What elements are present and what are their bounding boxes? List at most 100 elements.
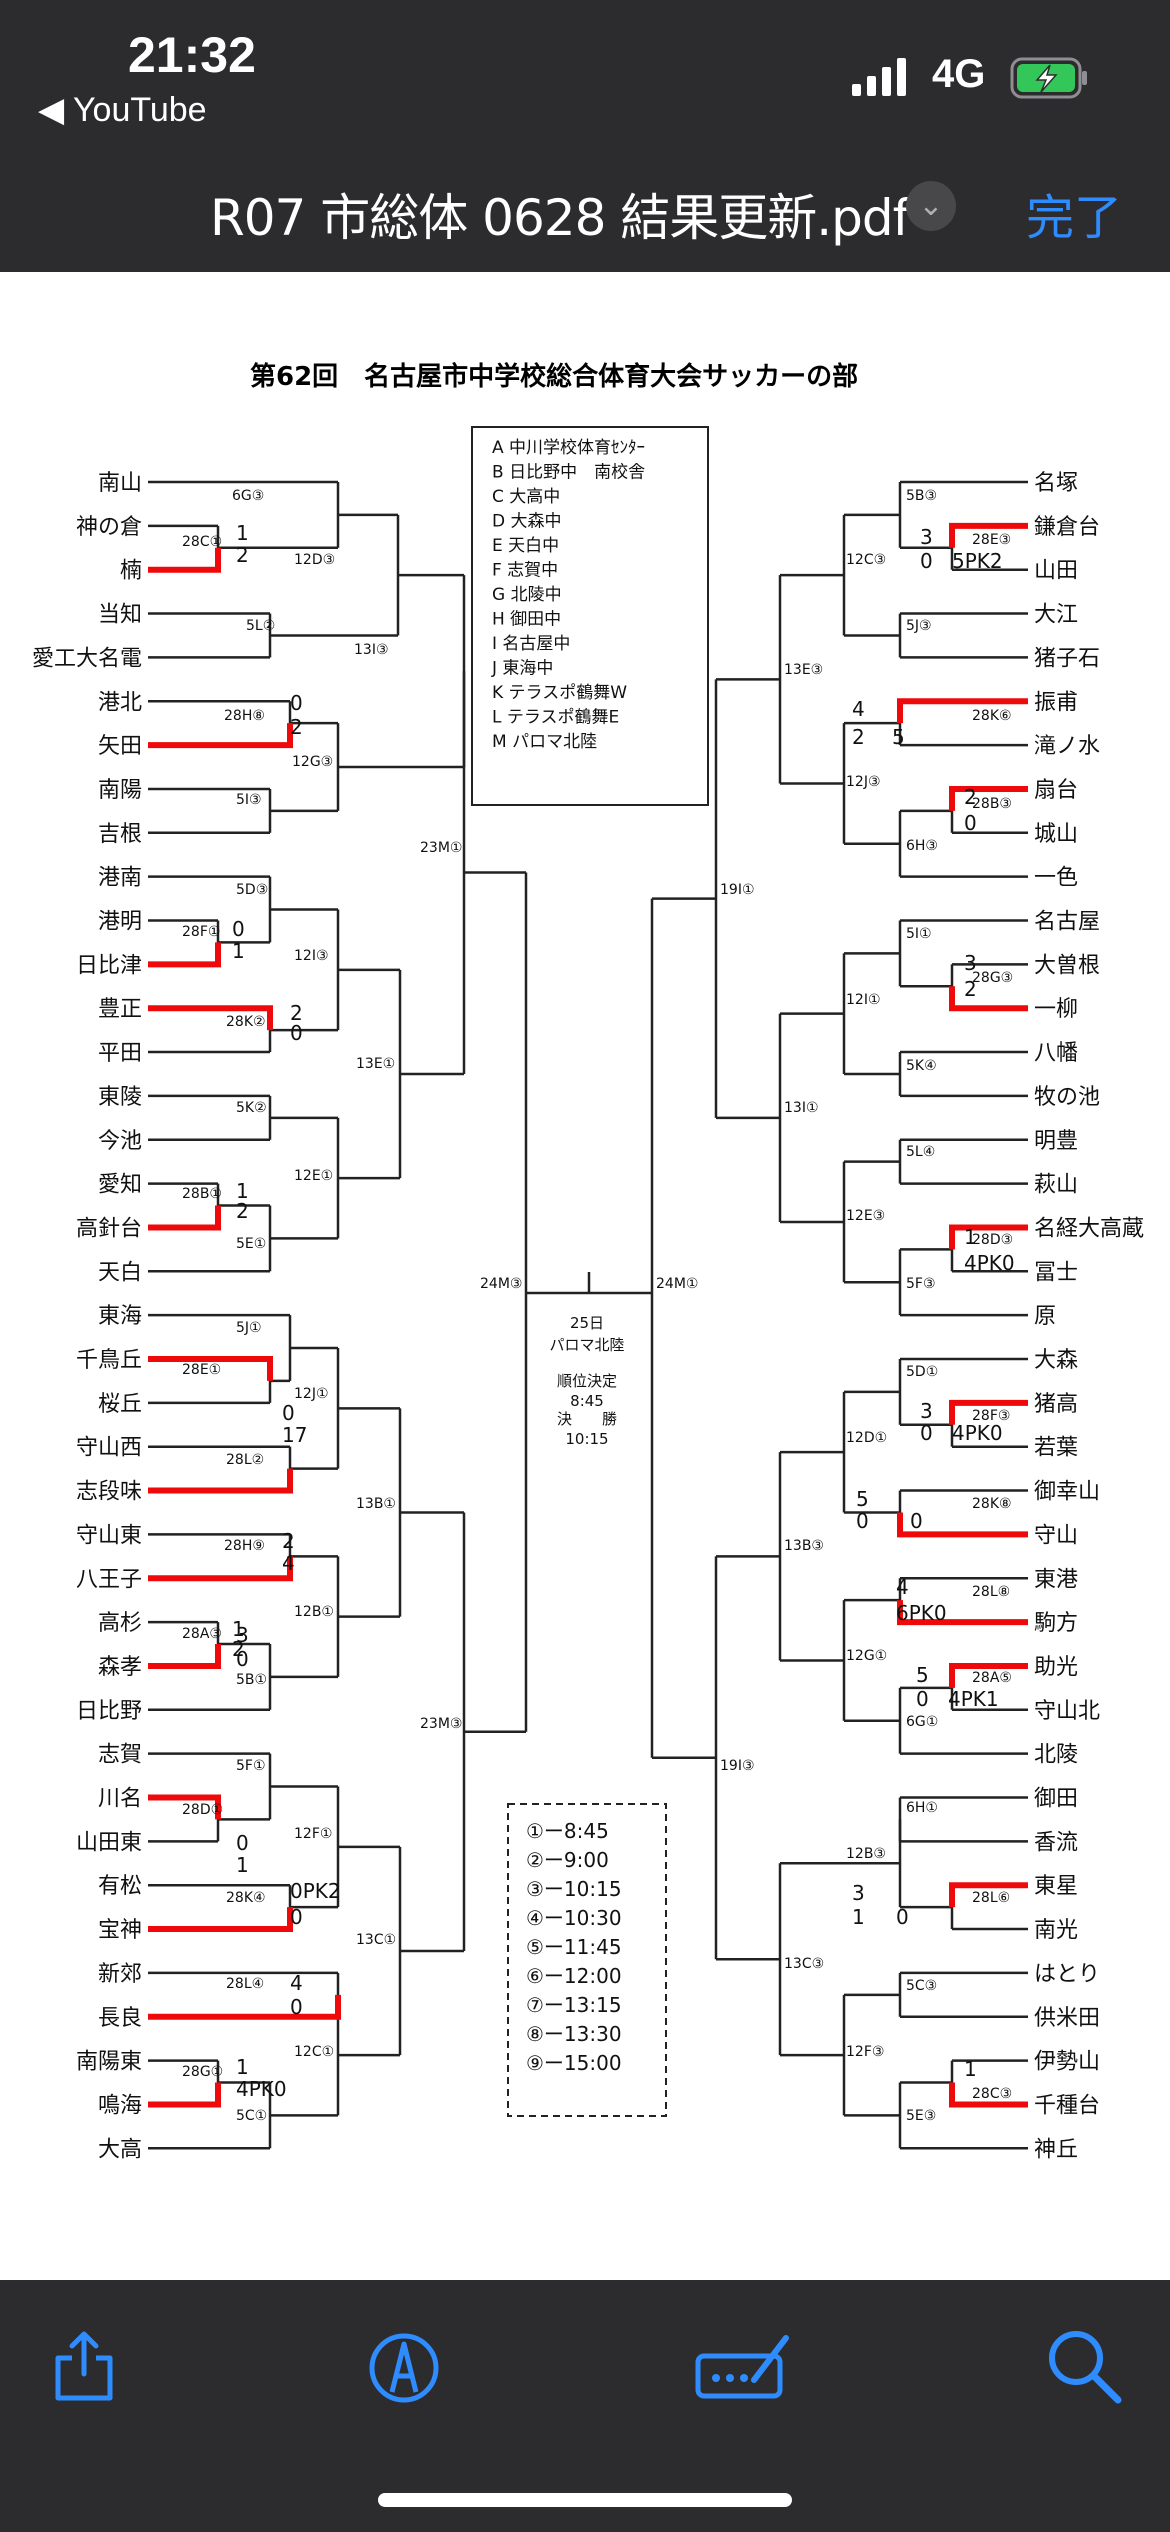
match-code: 28L⑧ xyxy=(972,1584,1010,1600)
match-score: 2 xyxy=(290,1001,303,1025)
match-code: 12G① xyxy=(846,1648,887,1664)
match-code: 5E③ xyxy=(906,2108,936,2124)
match-score: 1 xyxy=(236,521,249,545)
match-score: 5 xyxy=(916,1663,929,1687)
legend-item: L テラスポ鶴舞E xyxy=(492,708,619,728)
match-code: 23M③ xyxy=(420,1716,462,1732)
left-team-name: 宝神 xyxy=(98,1918,142,1943)
time-slot: ⑧ー13:30 xyxy=(526,2022,622,2046)
match-code: 5F① xyxy=(236,1758,266,1774)
legend-item: B 日比野中 南校舎 xyxy=(492,463,645,483)
match-score: 2 xyxy=(236,1199,249,1223)
left-team-name: 森孝 xyxy=(98,1655,142,1680)
right-team-name: 名古屋 xyxy=(1034,910,1100,935)
winner-path xyxy=(148,547,221,573)
left-team-name: 南陽 xyxy=(98,778,142,803)
left-team-name: 天白 xyxy=(98,1260,142,1285)
winner-path xyxy=(148,1556,293,1582)
left-team-name: 志段味 xyxy=(76,1480,142,1505)
final-info-line: 10:15 xyxy=(565,1430,608,1448)
match-code: 28B③ xyxy=(972,796,1012,812)
winner-path xyxy=(949,1224,1028,1250)
match-code: 5C③ xyxy=(906,1978,937,1994)
chevron-down-icon[interactable]: ⌄ xyxy=(906,181,956,231)
match-score: 1 xyxy=(964,1225,977,1249)
match-code: 24M① xyxy=(656,1276,698,1292)
right-team-name: 一柳 xyxy=(1034,997,1078,1022)
left-team-name: 南山 xyxy=(98,471,142,496)
match-score: 0 xyxy=(232,917,245,941)
match-score: 0PK2 xyxy=(290,1879,341,1903)
right-team-name: 守山 xyxy=(1034,1523,1078,1548)
match-code: 13I① xyxy=(784,1100,819,1116)
match-code: 28F③ xyxy=(972,1408,1010,1424)
winner-path xyxy=(949,1882,1028,1908)
left-team-name: 南陽東 xyxy=(76,2050,142,2075)
network-type: 4G xyxy=(932,52,986,96)
status-time: 21:32 xyxy=(128,27,256,83)
right-team-name: 助光 xyxy=(1034,1655,1078,1680)
match-codes: 6G③28C①12D③5L②13I③28H⑧12G③5I③23M①5D③28F①… xyxy=(182,488,1013,2124)
legend-item: C 大高中 xyxy=(492,487,560,507)
right-team-name: 八幡 xyxy=(1034,1041,1078,1066)
match-score: 3 xyxy=(852,1881,865,1905)
legend-item: M パロマ北陸 xyxy=(492,732,597,752)
back-to-youtube-link[interactable]: ◀ YouTube xyxy=(38,91,207,129)
right-team-name: 大曽根 xyxy=(1034,953,1100,978)
match-score: 0 xyxy=(290,1021,303,1045)
match-code: 13C③ xyxy=(784,1956,824,1972)
signature-icon[interactable] xyxy=(692,2326,792,2406)
left-team-name: 長良 xyxy=(98,2006,142,2031)
search-icon[interactable] xyxy=(1044,2326,1124,2406)
tournament-title: 第62回 名古屋市中学校総合体育大会サッカーの部 xyxy=(250,361,858,392)
markup-pen-icon[interactable] xyxy=(364,2326,444,2406)
match-code: 28H⑨ xyxy=(224,1538,265,1554)
left-team-name: 志賀 xyxy=(98,1743,142,1768)
match-score: 1 xyxy=(852,1905,865,1929)
left-team-name: 当知 xyxy=(98,603,142,628)
left-team-name: 港明 xyxy=(98,910,142,935)
match-code: 28H⑧ xyxy=(224,708,265,724)
winner-path xyxy=(148,1005,273,1031)
time-legend-box xyxy=(507,1803,667,2117)
right-team-name: 猪高 xyxy=(1034,1392,1078,1417)
match-score: 2 xyxy=(852,725,865,749)
legend-item: D 大森中 xyxy=(492,512,562,532)
time-legend: ①ー8:45②ー9:00③ー10:15④ー10:30⑤ー11:45⑥ー12:00… xyxy=(526,1819,622,2075)
right-team-name: 駒方 xyxy=(1034,1611,1078,1636)
winner-path xyxy=(949,1399,1028,1425)
match-score: 2 xyxy=(964,785,977,809)
share-icon[interactable] xyxy=(44,2326,124,2406)
right-team-name: 滝ノ水 xyxy=(1034,734,1100,759)
right-team-name: 供米田 xyxy=(1034,2006,1100,2031)
right-team-name: はとり xyxy=(1034,1962,1100,1987)
legend-item: K テラスポ鶴舞W xyxy=(492,683,627,703)
home-indicator xyxy=(378,2493,792,2507)
match-code: 12F① xyxy=(294,1826,332,1842)
time-slot: ⑥ー12:00 xyxy=(526,1964,622,1988)
match-score: 0 xyxy=(290,1905,303,1929)
right-team-name: 名経大高蔵 xyxy=(1034,1216,1144,1241)
match-code: 19I③ xyxy=(720,1758,755,1774)
match-score: 0 xyxy=(282,1401,295,1425)
match-code: 28K④ xyxy=(226,1890,266,1906)
match-code: 5B③ xyxy=(906,488,937,504)
left-team-name: 平田 xyxy=(98,1041,142,1066)
left-team-name: 守山東 xyxy=(76,1523,142,1548)
match-score: 5PK2 xyxy=(952,549,1003,573)
right-team-name: 一色 xyxy=(1034,866,1078,891)
match-code: 12D① xyxy=(846,1430,887,1446)
right-team-name: 御幸山 xyxy=(1034,1480,1100,1505)
right-team-name: 振甫 xyxy=(1034,690,1078,715)
winner-path xyxy=(148,1907,293,1933)
winner-path xyxy=(949,522,1028,548)
right-team-name: 若葉 xyxy=(1034,1436,1078,1461)
match-score: 3 xyxy=(236,1623,249,1647)
left-team-name: 日比津 xyxy=(76,953,142,978)
winner-path xyxy=(897,698,1028,724)
right-team-name: 猪子石 xyxy=(1034,646,1100,671)
right-team-name: 大江 xyxy=(1034,603,1078,628)
done-button[interactable]: 完了 xyxy=(1026,190,1123,246)
match-score: 0 xyxy=(236,1831,249,1855)
